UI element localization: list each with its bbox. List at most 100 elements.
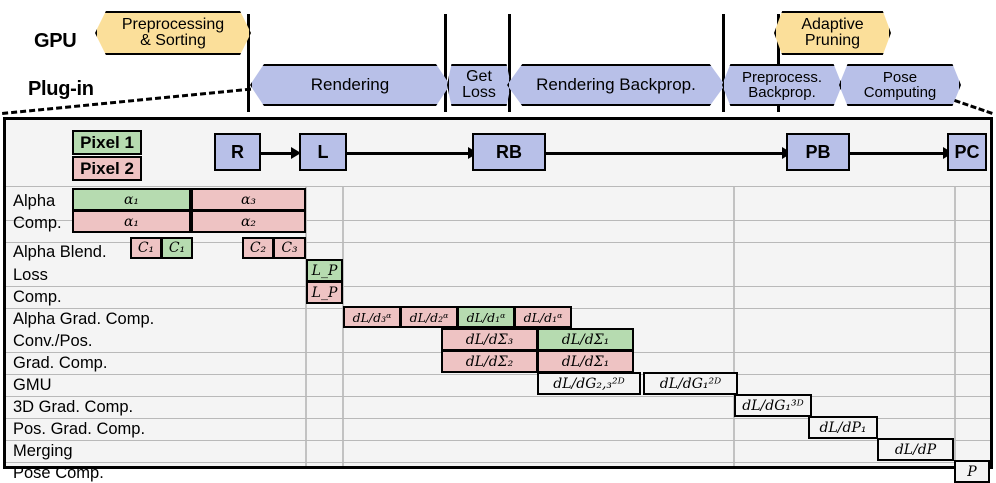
gpu-stage-preprocessing-sorting[interactable]: Preprocessing & Sorting (95, 11, 251, 55)
row-label-alpha-grad: Alpha Grad. Comp. (13, 310, 155, 328)
cell-gmu-g23-2d: dL/dG₂,₃²ᴰ (537, 372, 641, 395)
flow-node-label: PB (805, 141, 831, 162)
plugin-stage-get-loss[interactable]: Get Loss (447, 64, 511, 106)
cell-conv-sigma1-p2: dL/dΣ₁ (537, 350, 634, 373)
row-label-grad-comp: Grad. Comp. (13, 354, 108, 372)
sync-line-2 (444, 14, 447, 112)
flow-node-label: RB (496, 141, 522, 162)
cell-text: P (967, 463, 977, 480)
row-sep-loss (6, 286, 990, 287)
cell-alpha-1-p2: α₁ (72, 210, 191, 233)
cell-loss-p1: L_P (306, 259, 343, 282)
sync-line-4 (722, 14, 725, 112)
row-label-alpha-blend: Alpha Blend. (13, 243, 107, 261)
cell-text: dL/dΣ₁ (561, 331, 610, 348)
plugin-stage-pose-computing[interactable]: Pose Computing (839, 64, 961, 106)
cell-agrad-d3: dL/d₃ᵅ (343, 306, 401, 328)
flow-node-label: PC (954, 141, 980, 162)
cell-loss-p2: L_P (306, 281, 343, 304)
cell-text: α₂ (240, 213, 257, 230)
stage-label-line2: Backprop. (748, 84, 816, 101)
cell-text: dL/dΣ₁ (561, 353, 610, 370)
flow-node-r[interactable]: R (214, 133, 261, 171)
row-sep-alpha-blend (6, 242, 990, 243)
cell-text: dL/d₂ᵅ (409, 309, 449, 325)
legend-pixel-1-label: Pixel 1 (80, 132, 134, 152)
col-gridline-1 (305, 186, 307, 466)
cell-3dgrad-g1-3d: dL/dG₁³ᴰ (734, 394, 812, 417)
cell-gmu-g1-2d: dL/dG₁²ᴰ (643, 372, 738, 395)
cell-text: α₃ (240, 191, 257, 208)
row-label-3d-grad: 3D Grad. Comp. (13, 398, 134, 416)
pipeline-timeline: GPU Plug-in Preprocessing & Sorting Adap… (0, 0, 996, 115)
plugin-stage-rendering[interactable]: Rendering (250, 64, 450, 106)
sync-line-3 (508, 14, 511, 112)
stage-label-line2: Loss (462, 84, 496, 101)
stage-label-line1: Rendering Backprop. (536, 75, 696, 95)
flow-node-l[interactable]: L (299, 133, 347, 171)
flow-node-label: R (231, 141, 244, 162)
cell-agrad-d1-p2: dL/d₁ᵅ (514, 306, 572, 328)
col-gridline-2 (342, 186, 344, 466)
row-label-alpha: Alpha (13, 192, 56, 210)
cell-alpha-3-p2: α₃ (191, 188, 306, 211)
flow-node-label: L (317, 141, 329, 162)
plugin-stage-preprocess-backprop[interactable]: Preprocess. Backprop. (722, 64, 842, 106)
cell-alpha-2-p2: α₂ (191, 210, 306, 233)
plugin-stage-rendering-backprop[interactable]: Rendering Backprop. (507, 64, 725, 106)
flow-edge-rb-pb (546, 152, 786, 155)
cell-text: α₁ (123, 191, 140, 208)
row-sep-posgrad (6, 418, 990, 419)
cell-text: L_P (311, 284, 338, 301)
row-sep-gmu (6, 374, 990, 375)
row-label-loss: Loss (13, 266, 48, 284)
sync-line-1 (247, 14, 250, 112)
stage-label-line1: Get (466, 67, 492, 85)
col-gridline-3 (733, 186, 735, 466)
stage-label-line1: Preprocess. (741, 68, 823, 86)
cell-text: dL/d₁ᵅ (523, 309, 563, 325)
row-label-pos-grad: Pos. Grad. Comp. (13, 420, 146, 438)
flow-edge-pb-pc (849, 152, 947, 155)
cell-agrad-d2: dL/d₂ᵅ (400, 306, 458, 328)
col-gridline-4 (954, 186, 956, 466)
cell-text: dL/d₃ᵅ (352, 309, 392, 325)
cell-blend-c3-p2: C₃ (273, 237, 306, 259)
row-sep-merging (6, 440, 990, 441)
schedule-panel: Pixel 1 Pixel 2 R L RB PB PC (3, 117, 993, 483)
row-label-conv-pos: Conv./Pos. (13, 332, 93, 350)
flow-edge-l-rb (347, 152, 472, 155)
flow-node-pb[interactable]: PB (786, 133, 850, 171)
flow-node-rb[interactable]: RB (472, 133, 546, 171)
cell-conv-sigma1-p1: dL/dΣ₁ (537, 328, 634, 351)
row-label-gmu: GMU (13, 376, 52, 394)
gpu-stage-adaptive-pruning[interactable]: Adaptive Pruning (774, 11, 891, 55)
flow-edge-r-l (261, 152, 296, 155)
row-label-pose-comp: Pose Comp. (13, 464, 104, 482)
row-sep-alpha-comp (6, 220, 990, 221)
cell-text: dL/d₁ᵅ (466, 309, 506, 325)
stage-label-line2: Pruning (804, 32, 861, 49)
cell-text: dL/dG₁²ᴰ (659, 375, 722, 392)
flow-node-pc[interactable]: PC (947, 133, 987, 171)
cell-text: α₁ (123, 213, 140, 230)
cell-text: dL/dG₂,₃²ᴰ (553, 375, 625, 392)
cell-merging-dp: dL/dP (877, 438, 954, 461)
cell-text: dL/dΣ₂ (465, 353, 514, 370)
stage-label-line1: Rendering (310, 75, 390, 95)
cell-posgrad-p1: dL/dP₁ (808, 416, 878, 439)
row-sep-top (6, 186, 990, 187)
stage-label-line1: Preprocessing (121, 15, 225, 33)
lane-label-gpu: GPU (34, 30, 77, 52)
cell-text: C₃ (281, 240, 298, 256)
legend-pixel-2: Pixel 2 (72, 156, 142, 181)
cell-alpha-1-p1: α₁ (72, 188, 191, 211)
cell-text: dL/dG₁³ᴰ (742, 397, 804, 414)
row-sep-posecomp (6, 462, 990, 463)
cell-text: C₁ (168, 240, 186, 256)
stage-label-line1: Adaptive (801, 15, 864, 33)
expand-connector-right (954, 99, 993, 115)
stage-label-line2: & Sorting (140, 32, 206, 49)
cell-agrad-d1-p1: dL/d₁ᵅ (457, 306, 515, 328)
